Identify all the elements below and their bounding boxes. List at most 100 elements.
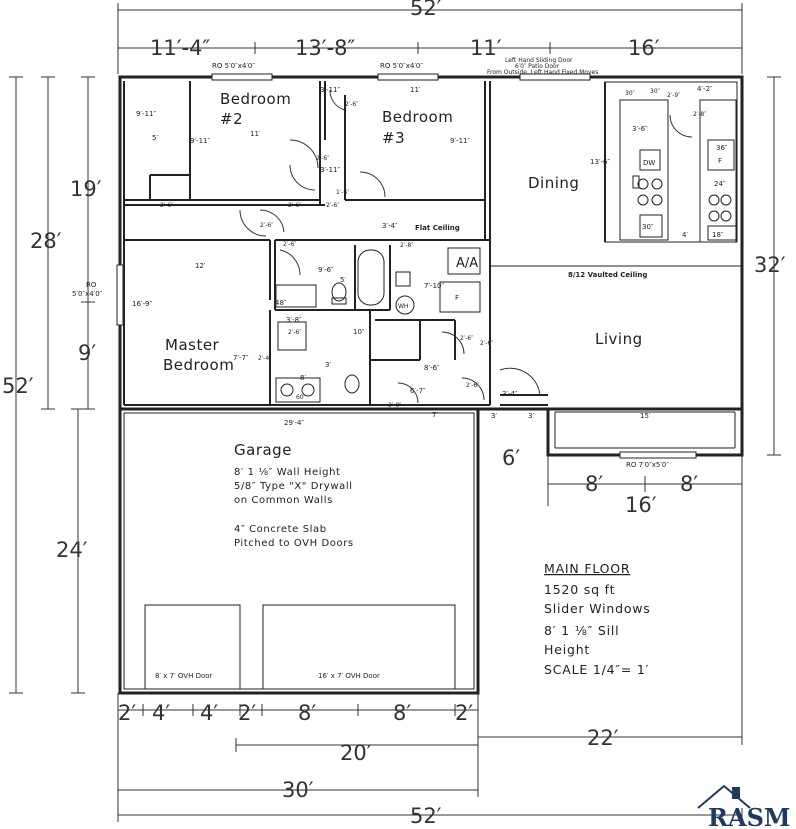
- room-dining-label: Dining: [528, 174, 579, 192]
- room-master-bedroom-label: Bedroom: [163, 356, 234, 374]
- label-water-heater: WH: [398, 303, 408, 310]
- dim-label: 13′-6″: [590, 158, 610, 166]
- room-bedroom3-label: Bedroom: [382, 108, 453, 126]
- dim-left-28: 28′: [30, 229, 62, 253]
- dim-porch-16: 16′: [625, 493, 657, 517]
- main-floor-scale: SCALE 1/4″= 1′: [544, 662, 649, 677]
- garage-note: on Common Walls: [234, 495, 333, 506]
- dim-label: 2′-8″: [693, 111, 707, 118]
- dim-bottom-22: 22′: [587, 726, 619, 750]
- ceiling-label-flat: Flat Ceiling: [415, 224, 460, 232]
- dim-label: 11′: [410, 86, 421, 94]
- dim-label: 9′-6″: [318, 266, 334, 274]
- dim-label: 2′-6″: [466, 382, 480, 389]
- label-fridge: F: [718, 157, 722, 165]
- dim-label: 29′-4″: [284, 419, 304, 427]
- dim-label: 2′-6″: [345, 101, 359, 108]
- dim-label: 12′: [195, 262, 206, 270]
- garage-doors: [145, 605, 455, 689]
- dim-left-19: 19′: [70, 177, 102, 201]
- dim-label: 2′-6″: [480, 340, 494, 347]
- window-label-living: RO 7′0″x5′0″: [626, 461, 669, 469]
- dim-left-24: 24′: [56, 538, 88, 562]
- dim-right-32: 32′: [754, 253, 786, 277]
- garage-door-left-label: 8′ x 7′ OVH Door: [155, 672, 213, 680]
- dim-label: 30″: [650, 88, 661, 95]
- dim-label: 16′-9″: [132, 300, 152, 308]
- dim-label: 60″: [296, 394, 307, 401]
- dim-bottom-total: 52′: [410, 804, 442, 828]
- dim-label: 9′-11″: [190, 137, 210, 145]
- dim-label: 7′-10″: [424, 282, 444, 290]
- dim-label: 3′: [325, 361, 331, 369]
- dim-bottom-seg-3: 4′: [200, 701, 218, 725]
- dim-label: 2′-6″: [316, 155, 330, 162]
- dim-label: 6′-7″: [410, 387, 426, 395]
- label-dishwasher: DW: [643, 159, 655, 167]
- room-bedroom2-number: #2: [220, 110, 243, 128]
- main-floor-area: 1520 sq ft: [544, 582, 615, 597]
- dim-bottom-seg-6: 8′: [393, 701, 411, 725]
- door-swings: [240, 90, 692, 403]
- dim-label: 3′-11″: [320, 166, 340, 174]
- dim-label: 11′: [250, 130, 261, 138]
- dim-label: 2′-6″: [160, 202, 174, 209]
- main-floor-title: MAIN FLOOR: [544, 561, 630, 576]
- dim-label: 8′: [300, 374, 306, 382]
- dim-label: 30″: [625, 90, 636, 97]
- dim-label: 7′-7″: [233, 354, 249, 362]
- dim-label: 2′-6″: [326, 202, 340, 209]
- window-label-patio-1: Left Hand Sliding Door: [505, 57, 573, 64]
- dim-top-seg-4: 16′: [628, 36, 660, 60]
- dim-label: 2′-6″: [260, 222, 274, 229]
- dim-bottom-30: 30′: [282, 778, 314, 802]
- dim-label: 3′-11″: [320, 86, 340, 94]
- dim-bottom-seg-5: 8′: [298, 701, 316, 725]
- ceiling-label-vaulted: 8/12 Vaulted Ceiling: [568, 271, 647, 279]
- room-living-label: Living: [595, 330, 643, 348]
- dim-label: 3′: [491, 412, 497, 420]
- dim-label: 2′-6″: [283, 241, 297, 248]
- dim-porch-8a: 8′: [585, 472, 603, 496]
- window-label-bed2: RO 5′0″x4′0″: [212, 62, 255, 70]
- garage-note: 8′ 1 ⅛″ Wall Height: [234, 467, 341, 478]
- dim-bottom-seg-7: 2′: [455, 701, 473, 725]
- logo-text: RASM: [708, 803, 790, 829]
- window-label-patio-3: From Outside, Left Hand Fixed Moves: [487, 69, 598, 76]
- dim-porch-8b: 8′: [680, 472, 698, 496]
- dim-label: 9′-11″: [136, 110, 156, 118]
- main-floor-windows: Slider Windows: [544, 601, 651, 616]
- dim-top-seg-2: 13′-8″: [295, 36, 355, 60]
- dim-label: 4′: [682, 231, 688, 239]
- dim-label: 3′-8″: [286, 316, 302, 324]
- dim-label: 5′: [340, 276, 346, 284]
- dim-top-seg-3: 11′: [470, 36, 502, 60]
- dim-left-52: 52′: [2, 374, 34, 398]
- garage-note: 5/8″ Type "X" Drywall: [234, 481, 353, 492]
- garage-note: 4″ Concrete Slab: [234, 524, 327, 535]
- dim-top-seg-1: 11′-4″: [150, 36, 210, 60]
- room-master-label: Master: [165, 336, 220, 354]
- window-marks: [117, 74, 696, 458]
- dim-label: 2′-4″: [258, 355, 272, 362]
- dim-label: 10″: [353, 328, 365, 336]
- dim-bottom-seg-2: 4′: [152, 701, 170, 725]
- dim-label: 3′-4″: [502, 390, 518, 398]
- main-floor-sill: 8′ 1 ⅛″ Sill: [544, 623, 619, 638]
- dim-top-total: 52′: [410, 0, 442, 20]
- window-label-bed3: RO 5′0″x4′0″: [380, 62, 423, 70]
- dim-label: 36″: [716, 144, 728, 152]
- dim-porch-6: 6′: [502, 446, 520, 470]
- dim-label: 48″: [275, 299, 287, 307]
- dim-label: 3′: [528, 412, 534, 420]
- garage-door-right-label: 16′ x 7′ OVH Door: [318, 672, 380, 680]
- dim-label: 8′-6″: [424, 364, 440, 372]
- dim-label: 2′-9″: [667, 92, 681, 99]
- dimension-lines: [9, 3, 781, 822]
- garage-note: Pitched to OVH Doors: [234, 538, 354, 549]
- room-bedroom3-number: #3: [382, 129, 405, 147]
- label-furnace: F: [455, 294, 459, 302]
- window-label-master-1: RO: [86, 281, 97, 289]
- label-air-handler: A/A: [456, 256, 478, 271]
